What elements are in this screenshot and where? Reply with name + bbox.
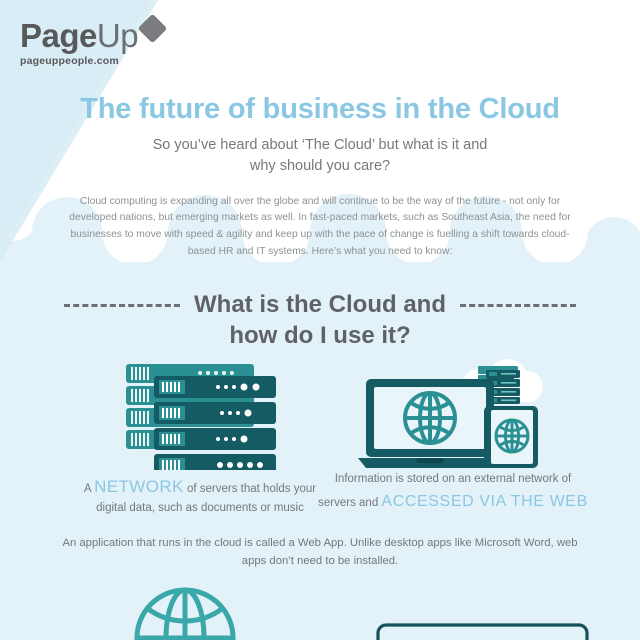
logo-wordmark: PageUp [20,13,168,54]
page-title: The future of business in the Cloud [80,93,560,125]
logo-diamond-icon [137,13,168,44]
brand-logo[interactable]: PageUp pageuppeople.com [20,13,168,67]
logo-word-light: Up [96,17,139,54]
caption-right-emphasis: ACCESSED VIA THE WEB [381,492,588,510]
hero-section: The future of business in the Cloud So y… [0,0,640,260]
back-server-leds [198,371,234,375]
hero-subtitle-line1: So you’ve heard about ‘The Cloud’ but wh… [152,137,488,154]
globe-icon-tablet [494,418,530,454]
hero-body-paragraph: Cloud computing is expanding all over th… [69,195,571,257]
logo-word-bold: Page [20,17,97,54]
front-server-leds [216,383,263,468]
front-server-vent-panels [159,380,185,470]
server-stack-illustration [126,364,276,470]
caption-left: A NETWORK of servers that holds your dig… [70,474,330,517]
caption-right: Information is stored on an external net… [318,470,588,515]
globe-icon-bottom [134,587,236,640]
cloud-band-white-shape [0,0,640,262]
caption-left-post: of servers that holds your digital data,… [96,483,317,514]
caption-right-pre: Information is stored on an external net… [318,473,572,509]
hero-subtitle: So you’ve heard about ‘The Cloud’ but wh… [0,135,640,176]
dashed-rule-right [460,303,576,307]
dashed-rule-left [64,303,180,307]
section-title-line1: What is the Cloud and [194,291,446,318]
back-server-vents [131,367,149,446]
section-heading-row: What is the Cloud and [0,290,640,321]
caption-left-pre: A [83,483,95,495]
server-stack-front [154,376,276,470]
logo-word: PageUp [20,17,139,54]
logo-url: pageuppeople.com [20,55,119,67]
globe-icon-laptop [403,391,457,445]
section-title-line2: how do I use it? [229,321,411,349]
laptop-device [358,379,502,468]
top-left-wedge [0,0,150,250]
tablet-device [484,406,538,468]
section-heading: What is the Cloud and how do I use it? [0,290,640,351]
hero-subtitle-line2: why should you care? [249,157,391,174]
caption-left-emphasis: NETWORK [94,477,184,496]
caption-bottom: An application that runs in the cloud is… [62,537,578,567]
device-frame-bottom [376,623,589,640]
devices-cloud-illustration [358,359,543,468]
